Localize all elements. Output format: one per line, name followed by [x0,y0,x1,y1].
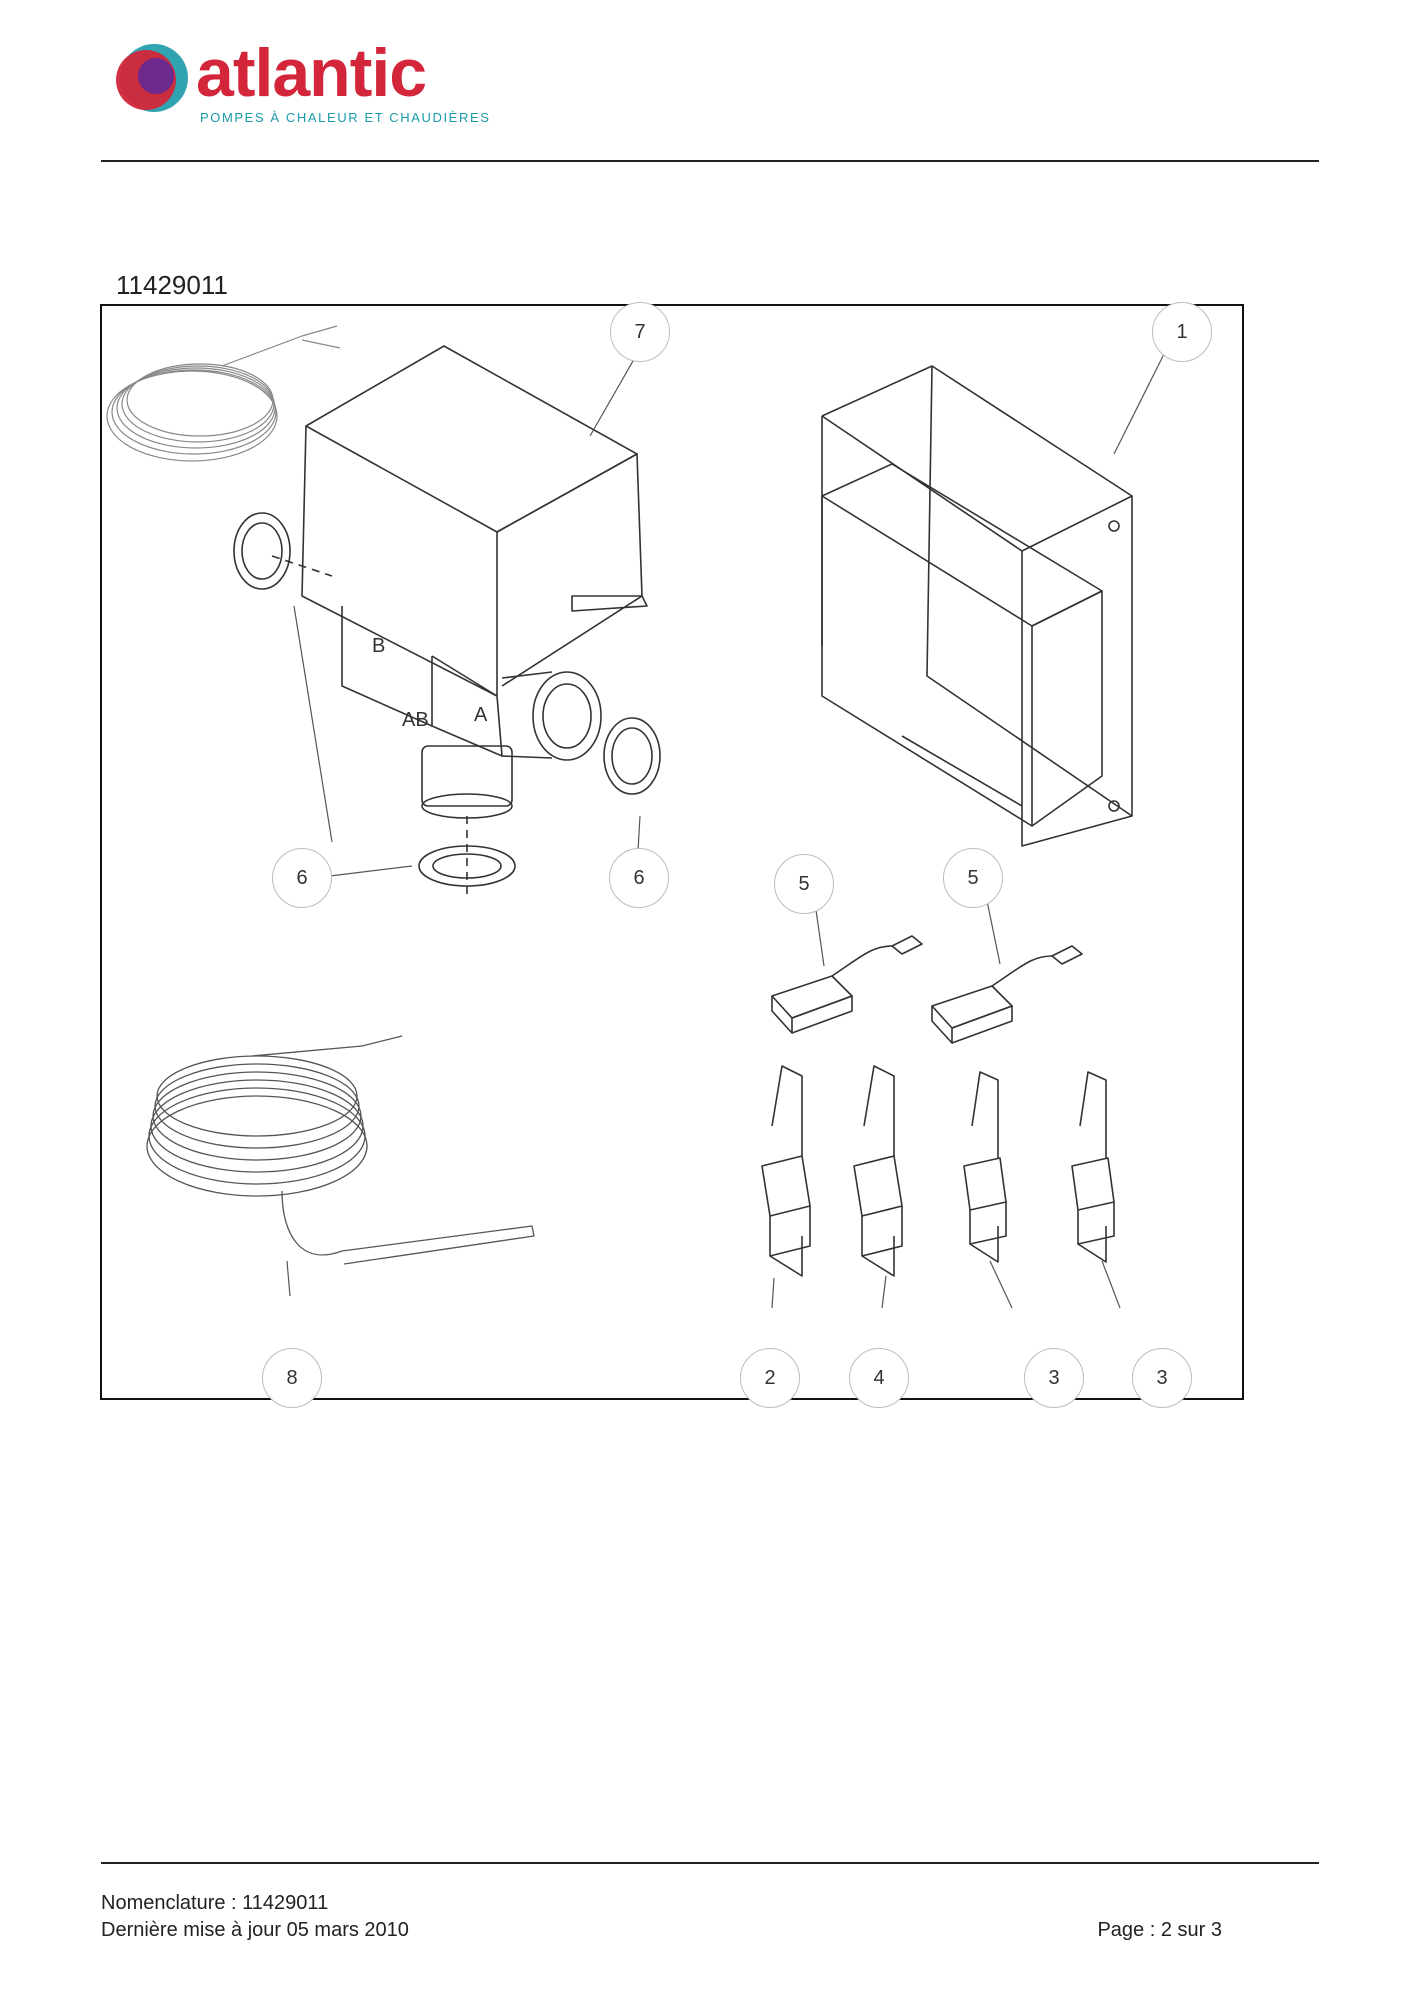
callout-2: 2 [740,1348,800,1408]
callout-8: 8 [262,1348,322,1408]
callout-6: 6 [272,848,332,908]
leader-lines [286,353,1165,1309]
callout-7: 7 [610,302,670,362]
terminal-block-icon [771,935,1083,1044]
plug-connector-icon [761,1065,1115,1277]
callout-5: 5 [774,854,834,914]
control-box-icon [821,365,1133,847]
parts-diagram: B AB A [100,302,1244,1408]
footer-rule [101,1862,1319,1864]
atlantic-logo: atlantic POMPES À CHALEUR ET CHAUDIÈRES [110,35,510,136]
callout-4: 4 [849,1348,909,1408]
svg-text:AB: AB [402,709,429,731]
valve-actuator-icon: B AB A [301,345,648,819]
document-reference: 11429011 [116,270,228,300]
svg-text:A: A [474,704,488,726]
callout-3: 3 [1024,1348,1084,1408]
temperature-sensor-icon [146,1035,535,1265]
header-rule [101,160,1319,162]
footer-page-number: Page : 2 sur 3 [1097,1919,1222,1941]
callout-3: 3 [1132,1348,1192,1408]
footer-updated: Dernière mise à jour 05 mars 2010 [101,1919,409,1941]
callout-6: 6 [609,848,669,908]
brand-tagline: POMPES À CHALEUR ET CHAUDIÈRES [200,110,491,125]
coil-wire-top-icon [106,325,341,462]
seal-ring-icon [233,512,661,896]
logo-mark-icon [116,44,188,112]
parts-illustration: B AB A [106,325,1165,1309]
callout-1: 1 [1152,302,1212,362]
footer-nomenclature: Nomenclature : 11429011 [101,1892,329,1914]
brand-name: atlantic [196,35,427,111]
callout-5: 5 [943,848,1003,908]
svg-text:B: B [372,635,385,657]
